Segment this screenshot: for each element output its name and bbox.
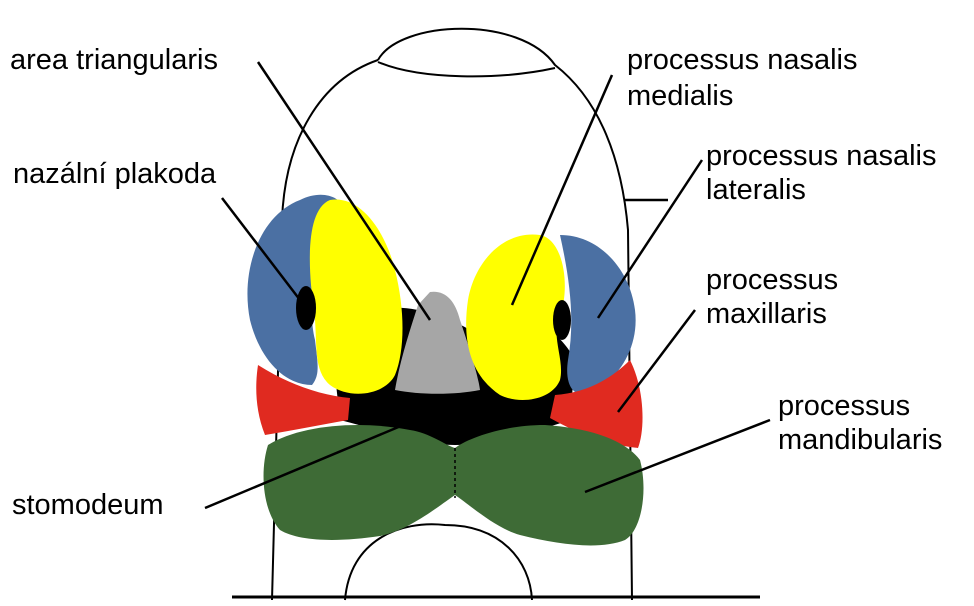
left-nasal-placode bbox=[296, 286, 316, 330]
label-nazalni-plakoda: nazální plakoda bbox=[13, 158, 216, 190]
right-medial-nasal-process bbox=[466, 234, 565, 400]
label-nasalis-medialis-line2: medialis bbox=[627, 80, 733, 112]
label-nasalis-medialis-line1: processus nasalis bbox=[627, 44, 858, 76]
label-stomodeum: stomodeum bbox=[12, 489, 164, 521]
forehead-bump-outline bbox=[378, 62, 555, 76]
label-maxillaris-line2: maxillaris bbox=[706, 298, 827, 330]
label-mandibularis-line2: mandibularis bbox=[778, 424, 942, 456]
label-maxillaris-line1: processus bbox=[706, 264, 838, 296]
right-nasal-placode bbox=[553, 300, 571, 340]
label-nasalis-lateralis-line2: lateralis bbox=[706, 174, 806, 206]
label-nasalis-lateralis-line1: processus nasalis bbox=[706, 140, 937, 172]
left-medial-nasal-process bbox=[310, 200, 403, 394]
label-area-triangularis: area triangularis bbox=[10, 44, 218, 76]
label-mandibularis-line1: processus bbox=[778, 390, 910, 422]
leader-nasalis-lateralis bbox=[598, 160, 702, 318]
